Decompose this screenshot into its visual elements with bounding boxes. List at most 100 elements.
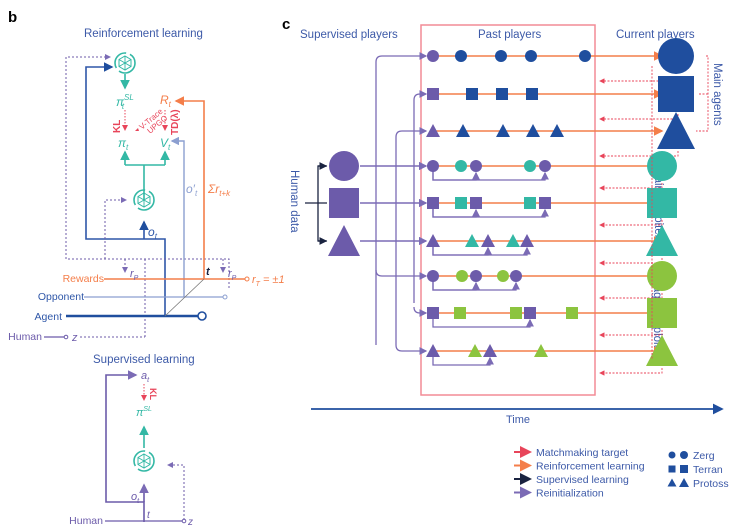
reinitialization-arrow <box>432 355 494 366</box>
legend-label: Reinitialization <box>536 488 604 500</box>
player-row <box>427 151 677 191</box>
matchmaking-arrow <box>599 368 663 376</box>
past-players-box <box>420 24 596 396</box>
reinitialization-arrow <box>432 245 492 256</box>
legend-shape-terran <box>680 465 688 473</box>
human-label: Human <box>8 331 42 343</box>
reinitialization-arrow <box>375 269 428 280</box>
past-player-protoss <box>506 234 520 247</box>
reinitialization-arrow <box>432 170 480 181</box>
panel-c-letter: c <box>282 16 290 33</box>
past-player-protoss <box>426 234 440 247</box>
past-player-terran <box>427 197 439 209</box>
legend-label: Reinforcement learning <box>536 461 645 473</box>
past-player-terran <box>526 88 538 100</box>
current-player-terran <box>658 76 694 112</box>
past-player-zerg <box>427 270 439 282</box>
panel-c: c Supervised players Past players Curren… <box>282 16 729 500</box>
reinitialization-arrow <box>395 127 428 345</box>
player-row <box>426 225 678 266</box>
reinitialization-arrow <box>432 207 480 218</box>
supervised-player-terran <box>329 188 359 218</box>
a-symbol: at <box>141 370 150 384</box>
neural-network-icon <box>133 189 155 211</box>
past-player-protoss <box>496 124 510 137</box>
human-data-label: Human data <box>288 170 300 233</box>
td-lambda-label: TD(λ) <box>170 109 181 135</box>
legend-icon-protoss <box>667 478 677 487</box>
current-player-terran <box>647 188 677 218</box>
player-row <box>427 261 677 301</box>
rp-symbol-right: rP <box>228 268 237 282</box>
past-player-zerg <box>497 270 509 282</box>
panel-b-letter: b <box>8 9 17 26</box>
past-player-zerg <box>579 50 591 62</box>
past-player-zerg <box>495 50 507 62</box>
matchmaking-arrow <box>599 258 663 266</box>
legend-shape-protoss <box>679 478 689 487</box>
past-player-terran <box>454 307 466 319</box>
past-player-zerg <box>456 270 468 282</box>
current-player-zerg <box>647 261 677 291</box>
reinitialization-arrow <box>432 317 534 328</box>
pi-sl-symbol-sl: πSL <box>136 406 152 419</box>
pi-symbol: πt <box>118 136 129 152</box>
legend-icon-terran <box>668 465 676 473</box>
past-player-zerg <box>455 50 467 62</box>
current-player-terran <box>647 298 677 328</box>
supervised-players <box>305 52 428 355</box>
current-player-protoss <box>646 225 678 256</box>
past-player-zerg <box>427 160 439 172</box>
past-player-protoss <box>456 124 470 137</box>
legend-race-label: Zerg <box>693 450 715 462</box>
past-player-protoss <box>426 124 440 137</box>
reinitialization-arrow <box>413 306 428 317</box>
current-player-zerg <box>647 151 677 181</box>
player-row <box>427 76 694 122</box>
matchmaking-arrow <box>599 114 679 122</box>
past-player-terran <box>539 197 551 209</box>
player-row <box>427 188 677 228</box>
v-symbol: Vt <box>160 136 171 152</box>
player-rows <box>426 38 709 376</box>
player-row <box>426 335 678 376</box>
matchmaking-arrow <box>599 151 679 159</box>
reinitialization-arrow <box>432 280 520 291</box>
past-player-zerg <box>470 160 482 172</box>
neural-network-icon <box>133 450 155 472</box>
past-player-protoss <box>483 344 497 357</box>
current-player-zerg <box>658 38 694 74</box>
past-player-zerg <box>524 160 536 172</box>
rl-title: Reinforcement learning <box>84 28 203 40</box>
past-player-zerg <box>470 270 482 282</box>
past-player-terran <box>496 88 508 100</box>
past-player-zerg <box>539 160 551 172</box>
z-symbol: z <box>71 332 78 344</box>
human-label-sl: Human <box>69 515 103 527</box>
t-symbol-sl: t <box>147 510 151 521</box>
group-main-agents: Main agents <box>711 63 723 126</box>
legend-race-label: Terran <box>693 464 723 476</box>
past-player-protoss <box>468 344 482 357</box>
past-player-zerg <box>427 50 439 62</box>
legend-race-label: Protoss <box>693 478 729 490</box>
past-player-terran <box>566 307 578 319</box>
past-player-protoss <box>481 234 495 247</box>
rT-symbol: rT= ±1 <box>252 274 285 288</box>
time-label: Time <box>506 414 530 426</box>
past-player-protoss <box>465 234 479 247</box>
o-symbol: ot <box>148 225 158 241</box>
supervised-player-protoss <box>328 225 360 256</box>
t-symbol: t <box>206 266 211 278</box>
current-player-protoss <box>657 112 695 149</box>
column-current-players: Current players <box>616 29 695 41</box>
past-player-terran <box>510 307 522 319</box>
reinitialization-arrow <box>375 52 428 345</box>
past-player-terran <box>524 197 536 209</box>
past-player-terran <box>427 88 439 100</box>
reinitialization-arrow <box>413 90 428 303</box>
